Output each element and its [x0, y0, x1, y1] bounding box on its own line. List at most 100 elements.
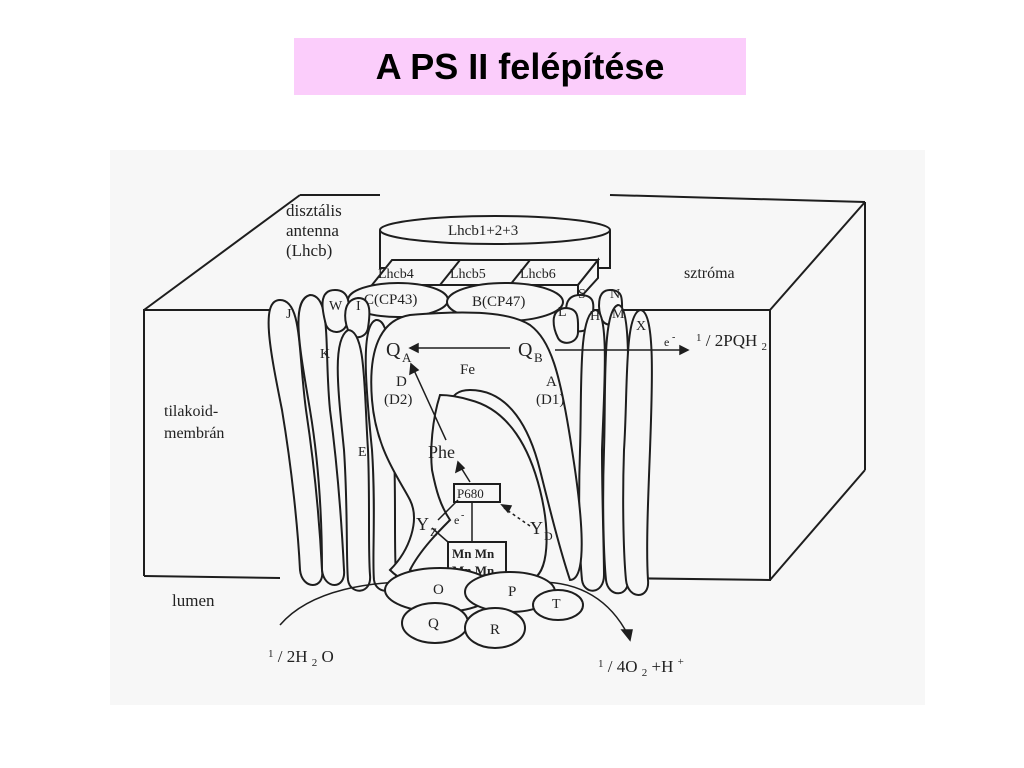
label-H: H	[590, 309, 600, 324]
helix-K	[297, 293, 346, 586]
pqh2-label: 1 / 2PQH 2	[696, 326, 767, 353]
label-K: K	[320, 347, 330, 362]
a-label: A	[546, 374, 557, 390]
pqh2-sub: 2	[762, 341, 768, 353]
membrane-box	[143, 194, 866, 582]
ps2-diagram: Lhcb1+2+3 Lhcb4 Lhcb5 Lhcb6 C(CP43) B(CP…	[110, 150, 925, 705]
helix-I	[344, 296, 371, 339]
helix-X	[622, 308, 653, 596]
arc-o2-head	[620, 629, 633, 642]
label-E: E	[358, 445, 367, 460]
yd-main: Y	[530, 518, 543, 538]
ps2-diagram-svg: Lhcb1+2+3 Lhcb4 Lhcb5 Lhcb6 C(CP43) B(CP…	[110, 150, 925, 705]
membrane-bottom-left	[143, 575, 281, 579]
arc-o2-out	[539, 581, 629, 636]
left-helices	[267, 288, 398, 592]
arrow-yd-head	[500, 504, 513, 514]
thylakoid-label-1: tilakoid-	[164, 403, 218, 420]
helix-W	[321, 288, 350, 333]
arrow-p680-phe-head	[454, 460, 466, 474]
yz-main: Y	[416, 514, 429, 534]
subunit-T	[532, 589, 584, 621]
lhcb6-label: Lhcb6	[520, 267, 556, 282]
label-L: L	[558, 305, 567, 320]
phe-label: Phe	[428, 442, 455, 462]
cp47-label: B(CP47)	[472, 294, 525, 310]
helix-J	[267, 298, 324, 586]
membrane-top-right-edge	[769, 201, 866, 311]
e-minus-right: e	[664, 335, 669, 349]
membrane-top-left-edge	[143, 194, 301, 311]
helix-L	[552, 306, 580, 344]
o2-body: 4O	[617, 657, 638, 676]
subunit-R	[464, 607, 526, 649]
qb-main: Q	[518, 339, 533, 361]
distal-label-1: disztális	[286, 201, 342, 220]
o2-slash: /	[608, 657, 613, 676]
arrow-yz-p680	[437, 499, 459, 521]
arrow-qa-head	[408, 342, 419, 354]
pqh2-numerator: 1	[696, 332, 702, 344]
h2o-sub: 2	[312, 657, 318, 669]
h2o-slash: /	[278, 647, 283, 666]
helix-E	[336, 328, 372, 592]
qb-sub: B	[534, 350, 543, 365]
p680-label: P680	[457, 486, 484, 501]
membrane-front-right	[590, 309, 771, 582]
o2-sub: 2	[642, 667, 648, 679]
p680-box	[453, 483, 501, 503]
label-I: I	[356, 299, 361, 314]
d2-d1-core	[370, 311, 583, 588]
stroma-label: sztróma	[684, 265, 735, 282]
membrane-top-back-right	[609, 194, 866, 203]
lhcb-divider-1	[439, 259, 461, 286]
o2-tail: +H	[652, 657, 674, 676]
right-helices	[552, 288, 653, 596]
o2-label: 1 / 4O 2 +H +	[598, 652, 684, 680]
arrow-phe-qa	[412, 367, 447, 441]
label-M: M	[612, 307, 625, 322]
e-minus-yz: e	[454, 513, 459, 527]
title-box: A PS II felépítése	[294, 38, 746, 95]
arrow-pqh2-head	[679, 344, 690, 356]
label-N: N	[610, 287, 620, 302]
cp43-label: C(CP43)	[364, 292, 417, 308]
e-minus-right-sign: -	[672, 332, 675, 343]
extrinsic-subunits	[384, 567, 584, 649]
lhcb-divider-2	[509, 259, 531, 286]
lhcb123-label: Lhcb1+2+3	[448, 223, 518, 239]
lhcb5-label: Lhcb5	[450, 267, 486, 282]
distal-label-2: antenna	[286, 221, 339, 240]
pqh2-body: 2PQH	[715, 331, 758, 350]
line-mn-yz	[431, 527, 449, 543]
lhcb4-label: Lhcb4	[378, 267, 414, 282]
label-J: J	[286, 307, 292, 322]
thylakoid-label-2: membrán	[164, 425, 224, 442]
label-X: X	[636, 319, 646, 334]
label-P: P	[508, 584, 516, 600]
label-O: O	[433, 582, 444, 598]
label-W: W	[329, 299, 343, 314]
d1-label: (D1)	[536, 392, 564, 408]
h2o-label: 1 / 2H 2 O	[268, 642, 334, 670]
qa-main: Q	[386, 339, 401, 361]
e-minus-yz-sign: -	[461, 510, 464, 521]
h2o-body: 2H	[287, 647, 308, 666]
lhcb123-top	[379, 215, 611, 245]
o2-sup: +	[678, 656, 684, 668]
mn-row-1: Mn Mn	[452, 546, 495, 561]
lumen-label: lumen	[172, 591, 215, 610]
h2o-numerator: 1	[268, 648, 274, 660]
slide-title: A PS II felépítése	[375, 45, 665, 87]
label-R: R	[490, 622, 500, 638]
yz-sub: Z	[430, 525, 437, 539]
pqh2-slash: /	[706, 331, 711, 350]
h2o-tail: O	[322, 647, 334, 666]
distal-label-3: (Lhcb)	[286, 241, 332, 260]
fe-label: Fe	[460, 362, 475, 378]
lhcb123-cylinder	[379, 215, 611, 269]
o2-numerator: 1	[598, 658, 604, 670]
membrane-bottom-right-edge	[769, 469, 866, 581]
helix-H	[578, 308, 606, 592]
label-Q: Q	[428, 616, 439, 632]
